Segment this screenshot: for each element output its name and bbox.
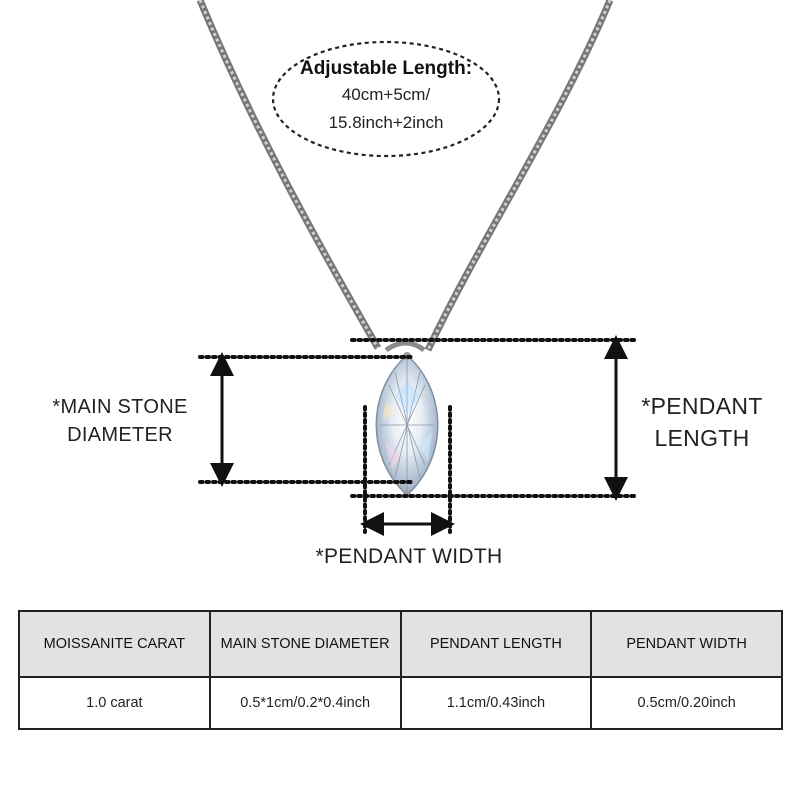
pendant-length-label: *PENDANT LENGTH — [612, 390, 792, 454]
callout-ellipse — [271, 40, 501, 158]
dimension-arrows — [210, 335, 628, 536]
header-pendant-width: PENDANT WIDTH — [590, 610, 783, 678]
callout-title: Adjustable Length: — [299, 58, 473, 79]
callout-line-2: 15.8inch+2inch — [328, 113, 444, 132]
header-pendant-length: PENDANT LENGTH — [399, 610, 593, 678]
cell-moissanite-carat: 1.0 carat — [18, 676, 211, 730]
adjustable-length-callout: Adjustable Length: 40cm+5cm/ 15.8inch+2i… — [272, 40, 500, 158]
main-stone-label-line-1: *MAIN STONE — [52, 396, 188, 418]
pendant-bail — [384, 340, 426, 353]
table-header-row: MOISSANITE CARAT MAIN STONE DIAMETER PEN… — [18, 610, 783, 678]
cell-main-stone-diameter: 0.5*1cm/0.2*0.4inch — [208, 676, 402, 730]
chain — [196, 0, 614, 352]
main-stone-label-line-2: DIAMETER — [67, 424, 173, 446]
callout-line-1: 40cm+5cm/ — [341, 85, 431, 104]
dotted-guides — [198, 338, 638, 534]
cell-pendant-width: 0.5cm/0.20inch — [590, 676, 783, 730]
spec-table: MOISSANITE CARAT MAIN STONE DIAMETER PEN… — [18, 610, 783, 730]
pendant-width-label: *PENDANT WIDTH — [315, 545, 503, 568]
table-row: 1.0 carat 0.5*1cm/0.2*0.4inch 1.1cm/0.43… — [18, 676, 783, 730]
main-stone-diameter-label: *MAIN STONE DIAMETER — [20, 393, 220, 449]
pendant-length-label-line-2: LENGTH — [654, 425, 750, 451]
marquise-gem — [375, 352, 439, 498]
pendant-length-label-line-1: *PENDANT — [641, 393, 763, 419]
header-moissanite-carat: MOISSANITE CARAT — [18, 610, 211, 678]
header-main-stone-diameter: MAIN STONE DIAMETER — [208, 610, 402, 678]
cell-pendant-length: 1.1cm/0.43inch — [399, 676, 593, 730]
